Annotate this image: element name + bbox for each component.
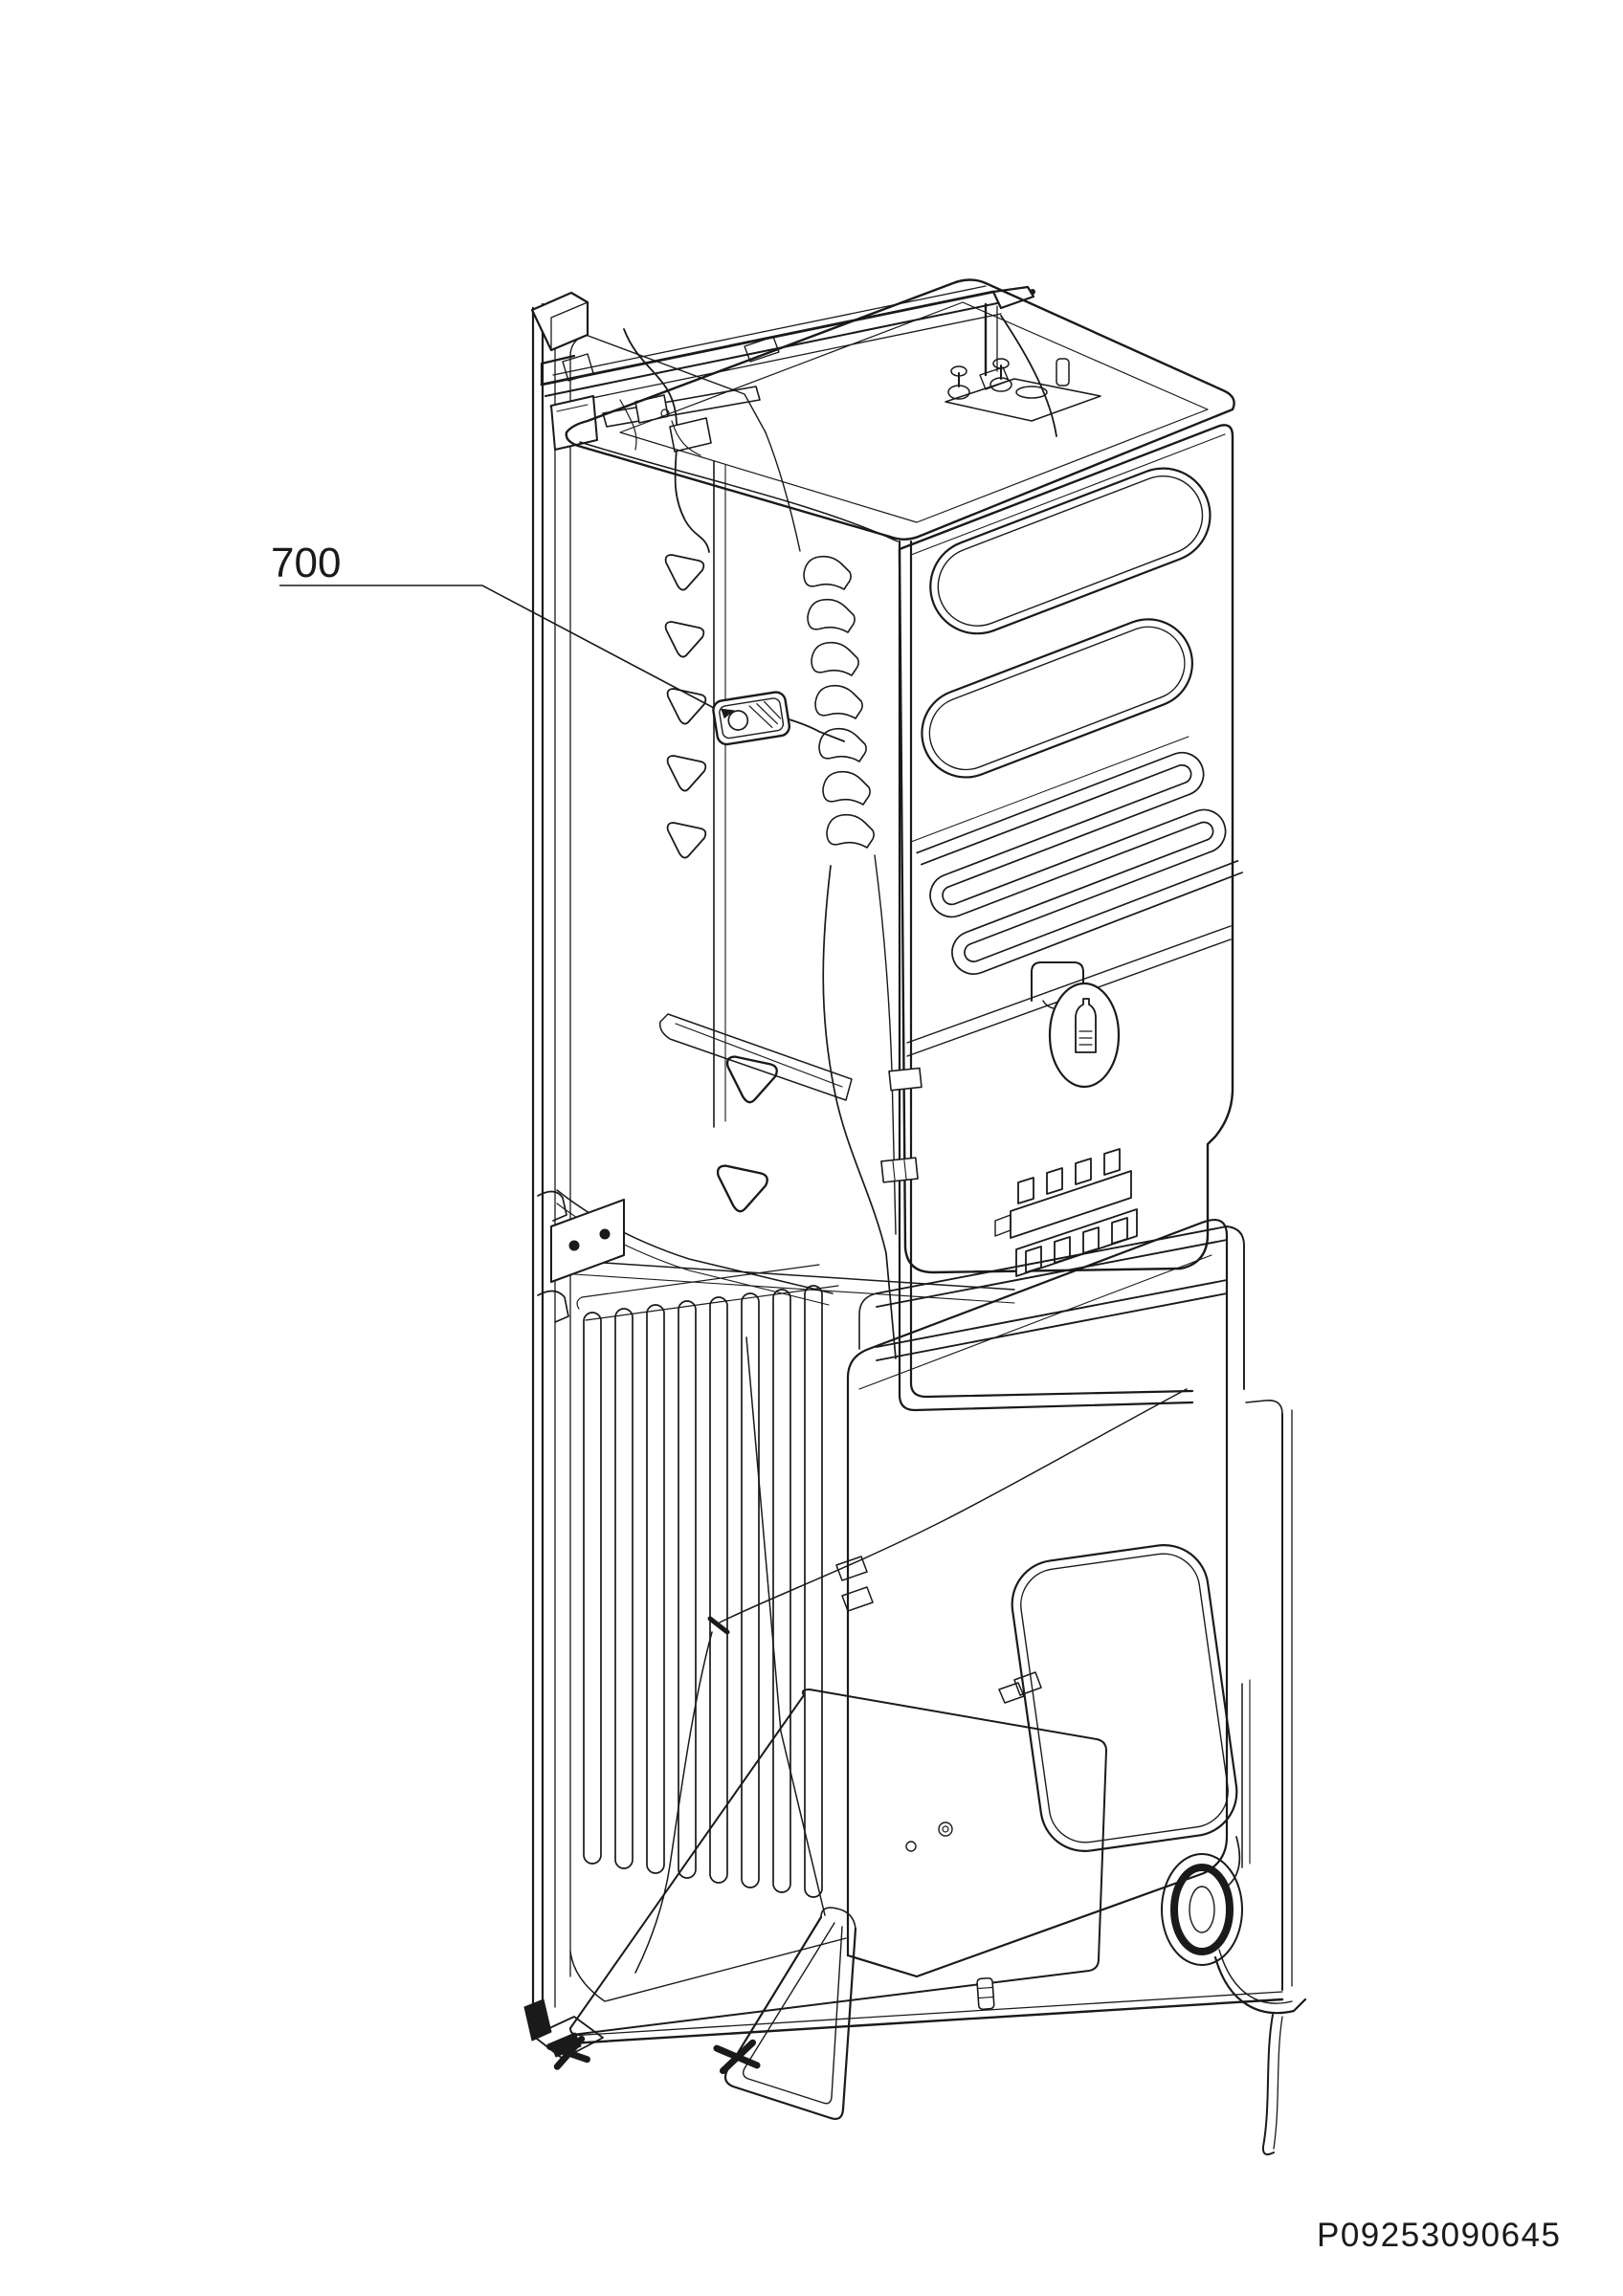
harness-down	[822, 865, 897, 1359]
capillary-tube	[719, 1388, 1188, 1623]
callout-label: 700	[271, 540, 341, 586]
rail-wire	[1000, 315, 1057, 437]
bottle-icon	[1075, 998, 1097, 1053]
bottom-pipe	[568, 1976, 1284, 2045]
refrigerant-pipes	[634, 540, 1194, 1974]
drain-tube	[723, 1907, 857, 2121]
condenser-loop-lower	[921, 618, 1193, 779]
liner-inner-edge	[713, 460, 726, 1128]
thermostat-unit	[712, 691, 845, 746]
annotations: 700 P09253090645	[271, 540, 1561, 2254]
liner-ledge	[658, 1013, 853, 1101]
bottom-tray	[569, 1689, 1107, 2036]
side-panel	[523, 291, 847, 2060]
control-assembly	[550, 386, 761, 456]
bottle-badge	[1031, 961, 1121, 1089]
condenser-panel	[898, 424, 1243, 1277]
condenser-serpentine	[916, 751, 1243, 975]
harness-wire	[623, 328, 710, 553]
freezer-loop	[1011, 1544, 1238, 1852]
mid-divider	[556, 1013, 1015, 1306]
top-rail	[540, 285, 1057, 553]
wire-twist-ties	[546, 2035, 761, 2075]
callout-leader-line	[279, 585, 715, 709]
freezer-panel	[835, 1219, 1293, 1991]
service-valves	[945, 358, 1101, 422]
evaporator-fins	[576, 1264, 839, 1898]
shelf-support-column	[765, 431, 897, 1235]
freezer-rails	[858, 1225, 1245, 1390]
compressor-grommet	[1161, 1679, 1307, 2155]
terminal-block	[994, 1148, 1138, 1277]
hinge-bracket	[537, 1190, 625, 1323]
condenser-loop-upper	[929, 467, 1212, 635]
liner-dimples	[664, 554, 778, 1213]
part-number: P09253090645	[1317, 2217, 1561, 2254]
cabinet-top	[565, 278, 1235, 542]
